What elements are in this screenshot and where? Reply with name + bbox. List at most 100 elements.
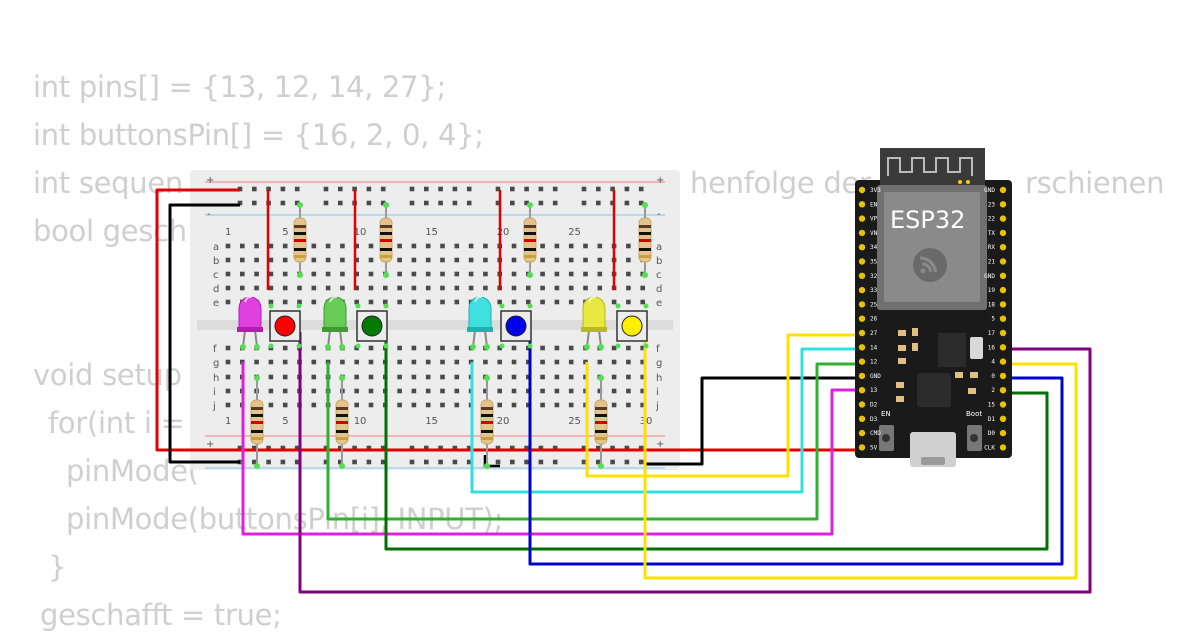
breadboard-hole bbox=[340, 257, 345, 263]
resistor bbox=[379, 202, 393, 278]
breadboard-hole bbox=[297, 285, 302, 291]
esp32-led-component bbox=[970, 337, 983, 359]
breadboard-hole bbox=[425, 285, 431, 291]
breadboard-hole bbox=[440, 285, 445, 291]
breadboard-hole bbox=[454, 285, 460, 291]
esp32-pin-label: 27 bbox=[870, 330, 878, 337]
push-button[interactable] bbox=[268, 303, 302, 349]
column-number: 10 bbox=[354, 416, 367, 427]
breadboard-hole bbox=[254, 257, 259, 263]
yellow-wire-button bbox=[643, 332, 1078, 580]
breadboard-hole bbox=[483, 243, 488, 249]
breadboard-hole bbox=[411, 402, 417, 408]
rail-hole bbox=[596, 200, 601, 206]
breadboard-hole bbox=[440, 299, 445, 305]
breadboard-hole bbox=[611, 388, 617, 394]
row-label: j bbox=[655, 401, 659, 412]
breadboard-hole bbox=[497, 402, 502, 408]
breadboard-hole bbox=[540, 359, 545, 365]
rail-hole bbox=[237, 445, 243, 451]
breadboard-hole bbox=[268, 359, 274, 365]
breadboard-hole bbox=[611, 299, 617, 305]
breadboard-hole bbox=[297, 299, 302, 305]
breadboard-hole bbox=[640, 345, 645, 351]
column-number: 15 bbox=[425, 227, 438, 238]
breadboard-hole bbox=[626, 359, 631, 365]
breadboard-hole bbox=[640, 402, 645, 408]
push-button[interactable] bbox=[499, 303, 533, 349]
breadboard-hole bbox=[225, 374, 231, 380]
breadboard-hole bbox=[626, 299, 631, 305]
esp32-pin-label: CMD bbox=[870, 430, 881, 437]
rail-hole bbox=[452, 445, 458, 451]
esp32-pin-label: 26 bbox=[870, 316, 878, 323]
esp32-pin-label: 5V bbox=[870, 444, 878, 451]
resistor bbox=[293, 202, 307, 278]
breadboard-hole bbox=[497, 388, 502, 394]
push-button[interactable] bbox=[615, 303, 649, 349]
esp32-pin bbox=[999, 387, 1007, 394]
rail-hole bbox=[538, 445, 544, 451]
rail-hole bbox=[495, 200, 501, 206]
esp32-pin-label: 19 bbox=[988, 287, 996, 294]
row-label: i bbox=[656, 387, 659, 398]
breadboard-hole bbox=[282, 285, 288, 291]
breadboard-hole bbox=[511, 402, 517, 408]
rail-hole bbox=[380, 445, 386, 451]
breadboard-hole bbox=[240, 257, 245, 263]
antenna-trace bbox=[887, 157, 973, 176]
esp32-pin-label: 5 bbox=[991, 316, 995, 323]
breadboard-hole bbox=[225, 243, 231, 249]
resistor bbox=[335, 375, 349, 469]
breadboard-hole bbox=[454, 374, 460, 380]
esp32-pin bbox=[999, 401, 1007, 408]
breadboard-hole bbox=[568, 257, 574, 263]
esp32-pin bbox=[858, 244, 866, 251]
breadboard-hole bbox=[240, 271, 245, 277]
column-number: 1 bbox=[225, 227, 231, 238]
breadboard-hole bbox=[626, 388, 631, 394]
breadboard-hole bbox=[282, 374, 288, 380]
breadboard-hole bbox=[411, 345, 417, 351]
rail-minus-label-right: - bbox=[657, 209, 661, 220]
breadboard-hole bbox=[368, 243, 374, 249]
breadboard-hole bbox=[597, 271, 603, 277]
dark-green-wire bbox=[384, 332, 1049, 551]
esp32-pin bbox=[999, 429, 1007, 437]
breadboard-hole bbox=[526, 285, 531, 291]
breadboard-hole bbox=[468, 285, 474, 291]
rail-hole bbox=[380, 186, 386, 192]
breadboard-hole bbox=[397, 388, 402, 394]
power-wire bbox=[155, 188, 862, 452]
push-button[interactable] bbox=[355, 303, 389, 349]
esp32-pin-label: GND bbox=[984, 273, 995, 280]
breadboard-hole bbox=[526, 345, 531, 351]
rail-hole bbox=[624, 445, 630, 451]
breadboard-hole bbox=[354, 374, 359, 380]
breadboard-hole bbox=[397, 374, 402, 380]
esp32-pin-label: VP bbox=[870, 216, 878, 223]
row-label: i bbox=[213, 387, 216, 398]
rail-hole bbox=[624, 186, 630, 192]
breadboard-hole bbox=[497, 299, 502, 305]
breadboard-hole bbox=[254, 285, 259, 291]
breadboard-hole bbox=[354, 285, 359, 291]
breadboard-hole bbox=[383, 285, 388, 291]
breadboard-hole bbox=[554, 388, 560, 394]
espressif-logo-icon bbox=[913, 248, 947, 282]
breadboard-hole bbox=[440, 243, 445, 249]
breadboard-hole bbox=[282, 243, 288, 249]
row-label: b bbox=[656, 256, 662, 267]
esp32-pin bbox=[999, 344, 1007, 351]
esp32-pin-label: 23 bbox=[988, 201, 996, 208]
breadboard-hole bbox=[454, 359, 460, 365]
breadboard-hole bbox=[397, 271, 402, 277]
esp32-pin bbox=[858, 429, 866, 437]
rail-hole bbox=[366, 445, 372, 451]
esp32-pin bbox=[999, 244, 1007, 251]
breadboard-hole bbox=[511, 345, 517, 351]
breadboard-center-channel bbox=[197, 320, 673, 330]
rail-hole bbox=[552, 200, 558, 206]
esp32-pin bbox=[858, 286, 866, 294]
breadboard-hole bbox=[397, 359, 402, 365]
